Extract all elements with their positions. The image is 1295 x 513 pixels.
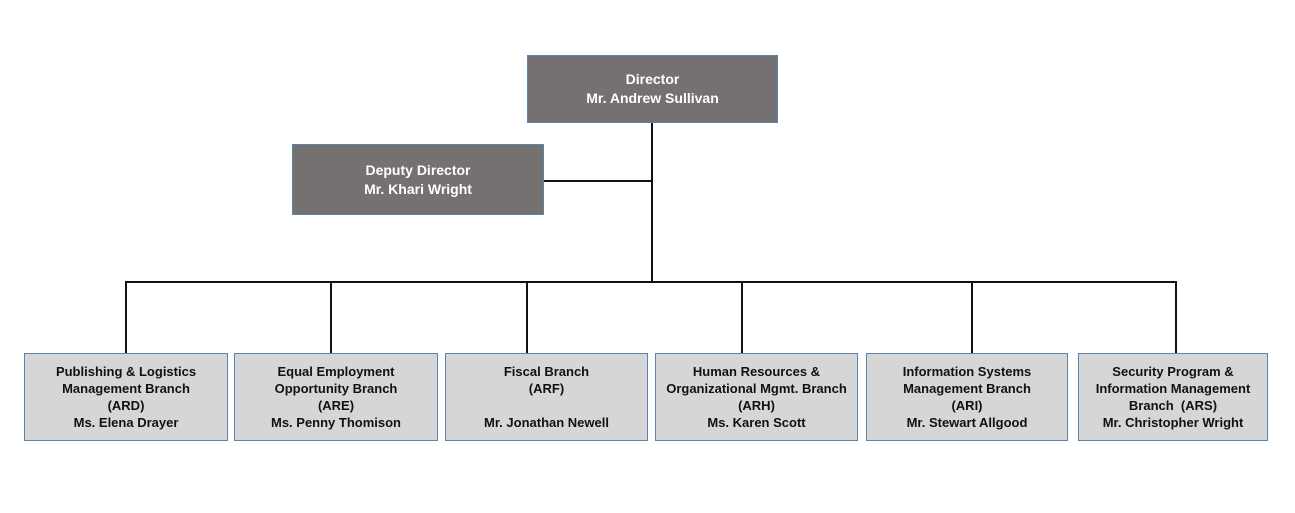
connector-drop-ars xyxy=(1175,283,1177,353)
connector-drop-ard xyxy=(125,283,127,353)
connector-deputy-link xyxy=(544,180,653,182)
deputy-director-title: Deputy Director xyxy=(365,161,471,178)
branch-label: Human Resources & Organizational Mgmt. B… xyxy=(666,364,847,430)
node-branch-ard: Publishing & Logistics Management Branch… xyxy=(24,353,228,441)
connector-drop-ari xyxy=(971,283,973,353)
connector-drop-arf xyxy=(526,283,528,353)
node-branch-ari: Information Systems Management Branch (A… xyxy=(866,353,1068,441)
node-deputy-director: Deputy Director Mr. Khari Wright xyxy=(292,144,544,215)
branch-label: Security Program & Information Managemen… xyxy=(1095,364,1251,430)
node-branch-arf: Fiscal Branch (ARF) Mr. Jonathan Newell xyxy=(445,353,648,441)
branch-label: Fiscal Branch (ARF) Mr. Jonathan Newell xyxy=(484,364,609,430)
branch-label: Equal Employment Opportunity Branch (ARE… xyxy=(270,364,401,430)
node-director: Director Mr. Andrew Sullivan xyxy=(527,55,778,123)
node-branch-are: Equal Employment Opportunity Branch (ARE… xyxy=(234,353,438,441)
branch-label: Publishing & Logistics Management Branch… xyxy=(55,364,197,430)
branch-label: Information Systems Management Branch (A… xyxy=(902,364,1032,430)
node-branch-arh: Human Resources & Organizational Mgmt. B… xyxy=(655,353,858,441)
connector-drop-are xyxy=(330,283,332,353)
connector-director-trunk xyxy=(651,122,653,283)
deputy-director-name: Mr. Khari Wright xyxy=(364,180,472,197)
director-name: Mr. Andrew Sullivan xyxy=(586,90,719,106)
connector-branch-crossbar xyxy=(125,281,1177,283)
node-branch-ars: Security Program & Information Managemen… xyxy=(1078,353,1268,441)
director-title: Director xyxy=(625,71,680,87)
connector-drop-arh xyxy=(741,283,743,353)
